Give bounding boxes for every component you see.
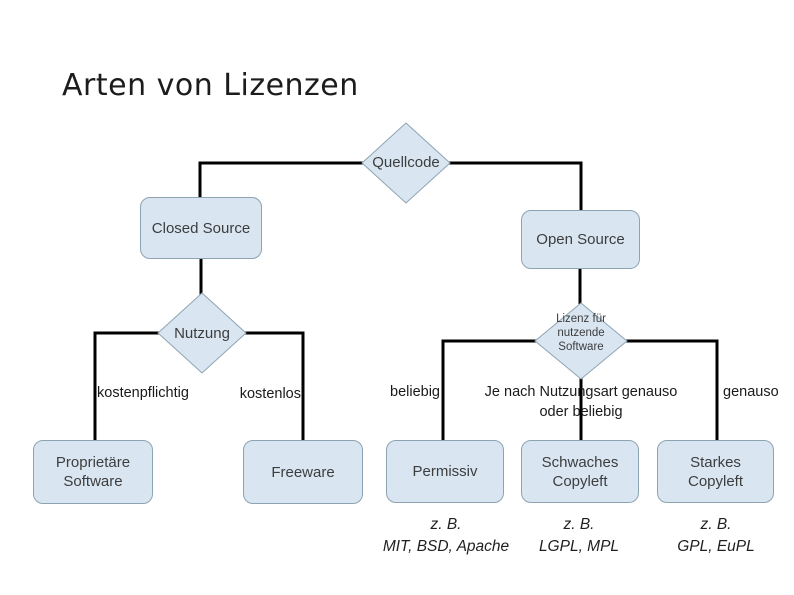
caption-list: MIT, BSD, Apache [382, 537, 510, 555]
quellcode-diamond [361, 122, 451, 204]
quellcode-label: Quellcode [372, 154, 440, 171]
caption-starkes-copyleft-examples: z. B. GPL, EuPL [636, 514, 794, 557]
node-open-source: Open Source [521, 210, 640, 269]
connector-root-closed [198, 161, 364, 198]
caption-list: GPL, EuPL [677, 537, 755, 555]
page-title: Arten von Lizenzen [62, 68, 359, 103]
edge-label-kostenpflichtig: kostenpflichtig [97, 385, 189, 401]
lizenz-label: Lizenz für nutzende Software [556, 313, 606, 353]
caption-schwaches-copyleft-examples: z. B. LGPL, MPL [499, 514, 659, 557]
caption-prefix: z. B. [700, 516, 732, 533]
connector-lizenz-permissiv [441, 339, 536, 441]
node-closed-source: Closed Source [140, 197, 262, 259]
caption-prefix: z. B. [430, 516, 462, 533]
edge-label-je-nach-nutzungsart: Je nach Nutzungsart genauso oder beliebi… [484, 384, 678, 420]
caption-permissiv-examples: z. B. MIT, BSD, Apache [366, 514, 526, 557]
node-permissiv: Permissiv [386, 440, 504, 503]
edge-label-genauso: genauso [723, 384, 779, 400]
connector-nutzung-proprietaer [93, 331, 159, 441]
nutzung-label: Nutzung [174, 325, 230, 342]
node-proprietaere-software: Proprietäre Software [33, 440, 153, 504]
node-schwaches-copyleft: Schwaches Copyleft [521, 440, 639, 503]
connector-nutzung-freeware [245, 331, 305, 441]
edge-label-beliebig: beliebig [390, 384, 440, 400]
caption-prefix: z. B. [563, 516, 595, 533]
connector-root-open [448, 161, 583, 211]
node-starkes-copyleft: Starkes Copyleft [657, 440, 774, 503]
connector-lizenz-starkes [626, 339, 719, 441]
caption-list: LGPL, MPL [538, 537, 620, 555]
node-freeware: Freeware [243, 440, 363, 504]
lizenz-diamond [534, 302, 628, 380]
edge-label-kostenlos: kostenlos [239, 386, 301, 402]
nutzung-diamond [157, 292, 247, 374]
